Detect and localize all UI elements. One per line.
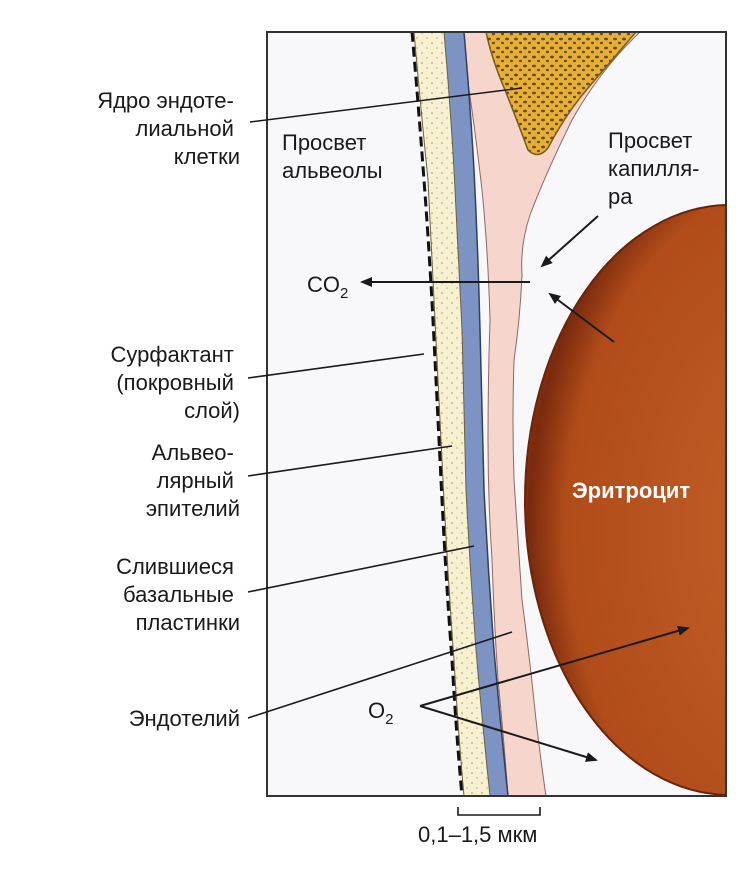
label-endothelial-nucleus: Ядро эндоте- лиальной клетки: [97, 88, 240, 169]
label-surfactant: Сурфактант (покровный слой): [111, 342, 241, 423]
label-erythrocyte: Эритроцит: [572, 478, 690, 503]
scale-bracket: [458, 807, 540, 815]
label-basal-laminae: Слившиеся базальные пластинки: [116, 554, 240, 635]
label-scale: 0,1–1,5 мкм: [418, 822, 537, 847]
label-endothelium: Эндотелий: [129, 706, 240, 731]
label-alveolar-epithelium: Альвео- лярный эпителий: [146, 440, 240, 521]
